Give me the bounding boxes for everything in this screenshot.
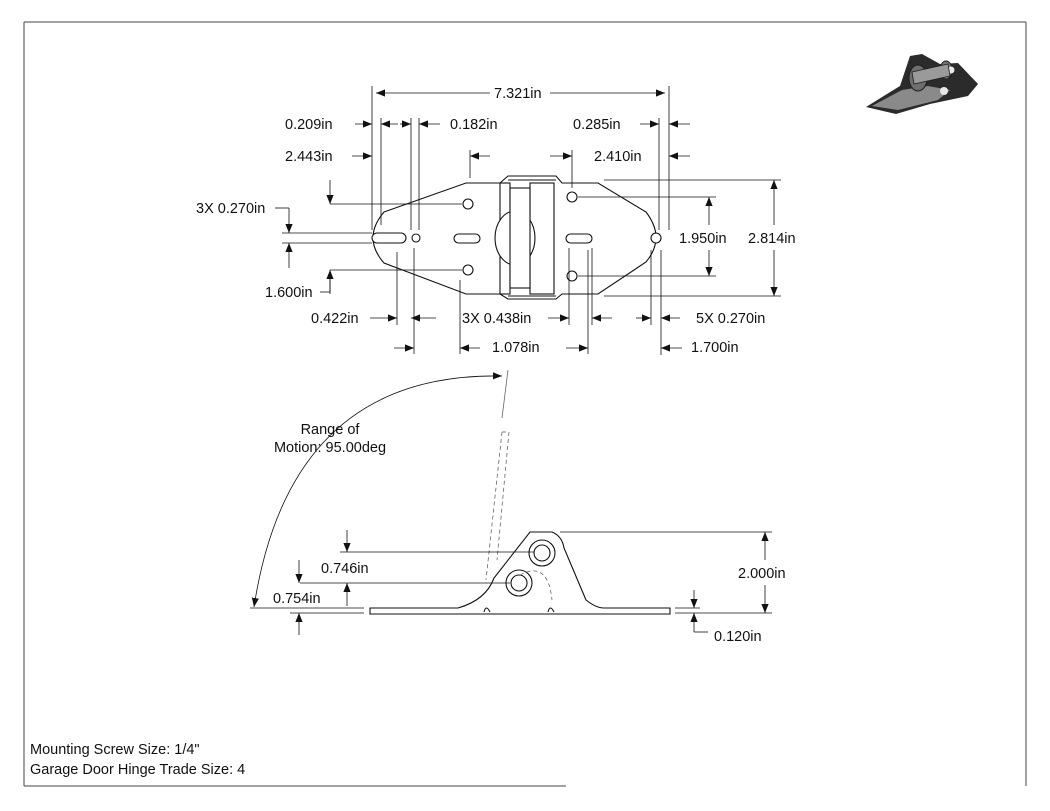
isometric-hinge-thumbnail (866, 54, 978, 114)
dim-2443: 2.443in (285, 149, 333, 165)
dim-1700: 1.700in (691, 340, 739, 356)
hinge-top-view (371, 175, 662, 300)
side-view-labels: Range of Motion: 95.00deg 0.746in 0.754i… (273, 422, 786, 645)
dim-3x0270: 3X 0.270in (196, 201, 265, 217)
range-label-line1: Range of (301, 422, 361, 438)
dim-overall-length: 7.321in (494, 86, 542, 102)
dim-0182: 0.182in (450, 117, 498, 133)
dim-5x0270: 5X 0.270in (696, 311, 765, 327)
side-view-dimensions (250, 530, 772, 635)
sheet-border (23, 21, 1027, 787)
top-view-dimensions (275, 86, 781, 355)
dim-0120: 0.120in (714, 629, 762, 645)
dim-1078: 1.078in (492, 340, 540, 356)
hinge-side-view (369, 531, 671, 615)
dim-0746: 0.746in (321, 561, 369, 577)
dim-1600: 1.600in (265, 285, 313, 301)
barrel (509, 187, 531, 289)
top-view-dimension-labels: 7.321in 0.209in 0.182in 0.285in 2.443in … (196, 86, 796, 356)
dim-1950: 1.950in (679, 231, 727, 247)
left-small-hole (411, 233, 421, 243)
dim-0754: 0.754in (273, 591, 321, 607)
drawing-notes: Mounting Screw Size: 1/4" Garage Door Hi… (30, 740, 245, 780)
rotated-leaf-top (501, 369, 509, 419)
dim-0422: 0.422in (311, 311, 359, 327)
dim-2410: 2.410in (594, 149, 642, 165)
dim-2814: 2.814in (748, 231, 796, 247)
dim-3x0438: 3X 0.438in (462, 311, 531, 327)
left-end-slot (371, 232, 407, 244)
mounting-screw-note: Mounting Screw Size: 1/4" (30, 742, 200, 758)
right-end-hole (650, 232, 662, 244)
dim-2000: 2.000in (738, 566, 786, 582)
dim-0285: 0.285in (573, 117, 621, 133)
range-label-line2: Motion: 95.00deg (274, 440, 386, 456)
trade-size-note: Garage Door Hinge Trade Size: 4 (30, 762, 246, 778)
range-of-motion-arc (251, 372, 503, 608)
dim-0209: 0.209in (285, 117, 333, 133)
